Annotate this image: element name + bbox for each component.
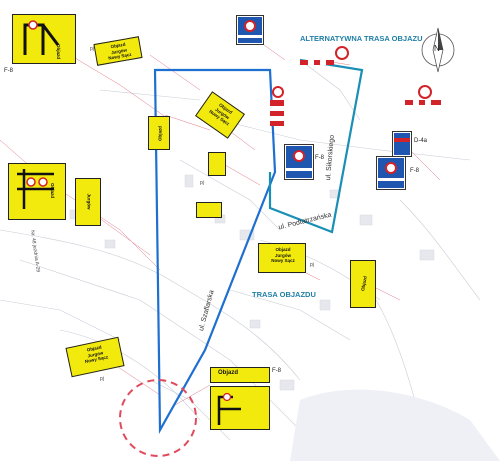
detour-diagram-sign-w: Objazd xyxy=(8,163,66,220)
sign-code: D-4a xyxy=(414,138,428,144)
pj-label: pj xyxy=(310,262,314,268)
pj-label: pj xyxy=(100,376,104,382)
detour-diagram-sign-nw: Objazd xyxy=(12,14,76,64)
alternative-route-label: ALTERNATYWNA TRASA OBJAZU xyxy=(300,34,423,43)
north-label: N xyxy=(434,44,440,53)
detour-direction-sign-e: Objazd Jurgów Nowy Sącz xyxy=(258,243,306,273)
blue-sign-f8-east xyxy=(377,157,405,189)
sign-code: F-8 xyxy=(4,68,13,74)
no-entry-icon xyxy=(293,150,305,162)
detour-banner-sign-s: Objazd xyxy=(210,367,270,383)
blue-sign-f8-center xyxy=(285,145,313,179)
detour-direction-sign-w2: Jurgów xyxy=(75,178,101,226)
detour-direction-sign-se: Objazd xyxy=(350,260,376,308)
closed-road-icon xyxy=(335,46,349,60)
blue-sign-d4a xyxy=(393,132,411,156)
detour-route-label: TRASA OBJAZDU xyxy=(252,290,316,299)
closed-road-icon xyxy=(418,85,432,99)
sign-title: Objazd xyxy=(50,182,56,199)
detour-direction-sign-w: Objazd xyxy=(148,116,170,150)
blue-sign-f8-n xyxy=(237,16,263,44)
sign-code: F-8 xyxy=(315,155,324,161)
sign-code: F-8 xyxy=(410,168,419,174)
diagram-arrows-icon xyxy=(23,20,60,55)
north-arrow xyxy=(421,27,455,73)
pj-label: pj xyxy=(90,46,94,52)
detour-diagram-sign-s xyxy=(210,386,270,430)
detour-arrow-sign-small xyxy=(208,152,226,176)
field-area xyxy=(290,389,500,461)
no-entry-icon xyxy=(385,162,397,174)
sign-title: Objazd xyxy=(275,247,291,252)
closed-road-icon xyxy=(272,86,284,98)
sign-title: Objazd xyxy=(157,126,163,142)
detour-arrow-sign-mid xyxy=(196,202,222,218)
sign-code: F-8 xyxy=(272,368,281,374)
no-entry-icon xyxy=(244,20,256,32)
sign-line-1: Jurgów xyxy=(86,193,92,210)
sign-title: Objazd xyxy=(56,43,62,60)
sign-line-1: Jurgów xyxy=(274,253,291,258)
sign-line-2: Nowy Sącz xyxy=(271,258,295,263)
highlight-circle xyxy=(119,379,197,457)
sign-title: Objazd xyxy=(360,275,368,292)
pj-label: pj xyxy=(200,180,204,186)
road-barrier-markers xyxy=(270,60,441,126)
diagram-arrows-icon xyxy=(17,169,54,209)
alternative-route-line xyxy=(268,58,364,234)
sign-title: Objazd xyxy=(217,370,238,376)
background-buildings xyxy=(69,109,435,391)
diagram-arrows-icon xyxy=(217,392,241,425)
